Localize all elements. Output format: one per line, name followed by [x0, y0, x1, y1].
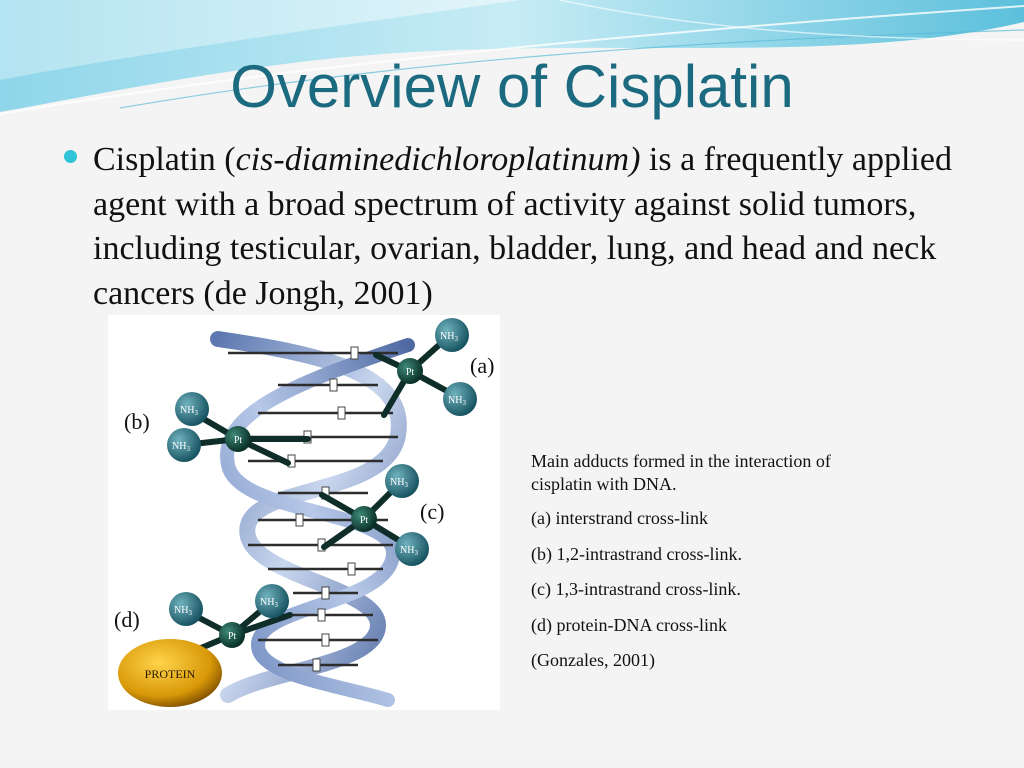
nh3-label-a2: NH3: [448, 395, 466, 407]
nh3-label-b2: NH3: [172, 441, 190, 453]
bullet-text-lead: Cisplatin (: [93, 141, 236, 178]
nh3-label-d2: NH3: [260, 597, 278, 609]
bullet-text-italic: cis-diaminedichloroplatinum): [235, 141, 641, 178]
caption-item-c: (c) 1,3-intrastrand cross-link.: [531, 579, 741, 599]
pt-label-c: Pt: [360, 515, 369, 526]
header-swoosh-decoration: [0, 0, 1024, 115]
nh3-atom-c1: [385, 464, 419, 498]
base-pair-markers: [287, 346, 359, 672]
caption-heading: Main adducts formed in the interaction o…: [531, 451, 831, 494]
pt-atom-b: [225, 426, 251, 452]
protein-blob: [118, 639, 222, 707]
label-d: (d): [114, 607, 140, 632]
nh3-atom-c2: [395, 532, 429, 566]
nh3-atom-b1: [175, 392, 209, 426]
caption-citation: (Gonzales, 2001): [531, 650, 655, 670]
slide-title: Overview of Cisplatin: [230, 53, 794, 120]
bullet-text-rest: is a frequently applied agent with a bro…: [93, 141, 952, 312]
label-a: (a): [470, 353, 494, 378]
label-b: (b): [124, 409, 150, 434]
bullet-dot-icon: [64, 150, 77, 163]
nh3-label-a1: NH3: [440, 331, 458, 343]
bullet-point: Cisplatin (cis-diaminedichloroplatinum) …: [64, 138, 984, 316]
nh3-atom-b2: [167, 428, 201, 462]
adduct-b: Pt NH3 NH3 (b): [124, 392, 251, 462]
nh3-label-d1: NH3: [174, 605, 192, 617]
bullet-text: Cisplatin (cis-diaminedichloroplatinum) …: [93, 138, 984, 316]
nh3-atom-d2: [255, 584, 289, 618]
adduct-a: Pt NH3 NH3 (a): [397, 318, 494, 416]
nh3-atom-d1: [169, 592, 203, 626]
pt-atom-a: [397, 358, 423, 384]
label-c: (c): [420, 499, 444, 524]
adduct-d: PROTEIN Pt NH3 NH3 (d): [114, 584, 289, 707]
dna-adduct-figure: Pt NH3 NH3 (a) Pt NH3 NH3 (b) Pt NH3 NH3…: [108, 315, 500, 710]
dna-strand-front: [210, 331, 407, 703]
pt-label-b: Pt: [234, 435, 243, 446]
nh3-label-b1: NH3: [180, 405, 198, 417]
adduct-c: Pt NH3 NH3 (c): [351, 464, 444, 566]
figure-caption: Main adducts formed in the interaction o…: [531, 450, 831, 685]
nh3-label-c1: NH3: [390, 477, 408, 489]
pt-label-d: Pt: [228, 631, 237, 642]
protein-label: PROTEIN: [145, 667, 196, 681]
nh3-atom-a2: [443, 382, 477, 416]
pt-label-a: Pt: [406, 367, 415, 378]
nh3-atom-a1: [435, 318, 469, 352]
nh3-label-c2: NH3: [400, 545, 418, 557]
pt-atom-c: [351, 506, 377, 532]
pt-atom-d: [219, 622, 245, 648]
caption-item-d: (d) protein-DNA cross-link: [531, 614, 727, 635]
caption-item-b: (b) 1,2-intrastrand cross-link.: [531, 543, 742, 564]
caption-item-a: (a) interstrand cross-link: [531, 508, 708, 528]
